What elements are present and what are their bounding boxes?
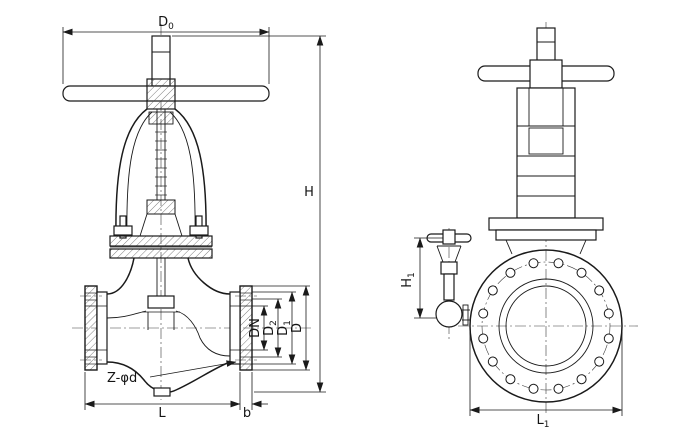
- handwheel-hub-side: [529, 59, 563, 89]
- dim-l: L: [84, 372, 253, 421]
- yoke-column-side: [516, 87, 576, 219]
- flange-circle: [469, 249, 623, 403]
- yoke-arm-left-outer: [115, 108, 148, 237]
- neck-side-right: [579, 239, 587, 255]
- z-phi-d-text: Z-φd: [107, 371, 137, 386]
- partition-left: [106, 310, 147, 319]
- bypass-body: [435, 300, 463, 328]
- body-neck-left: [106, 257, 135, 295]
- bypass-hub: [442, 229, 456, 245]
- label-d2: D2: [262, 320, 279, 336]
- yoke-arm-right-outer: [174, 108, 207, 237]
- label-b: b: [243, 406, 251, 421]
- label-h1: H1: [400, 272, 417, 288]
- body-flange-side: [495, 229, 597, 241]
- flange-outer-circle: [469, 249, 623, 403]
- front-view: D0 H DN D2 D1: [62, 15, 326, 421]
- left-flange-bolt-hole-bottom: [84, 356, 98, 365]
- dim-d: D: [252, 285, 310, 371]
- bypass-valve: [426, 229, 472, 328]
- dim-h: H: [172, 35, 326, 393]
- bonnet-nut-right: [189, 225, 209, 236]
- right-flange-hub: [229, 291, 241, 365]
- dim-d0: D0: [62, 15, 270, 84]
- bore-circle: [505, 285, 587, 367]
- label-l: L: [158, 406, 166, 421]
- dim-b: b: [243, 400, 268, 421]
- valve-disc: [147, 295, 175, 309]
- dim-d2: D2: [252, 298, 282, 358]
- valve-body: [106, 257, 231, 397]
- neck-side-left: [505, 239, 513, 255]
- partition-right: [175, 310, 231, 357]
- bonnet-nut-left: [113, 225, 133, 236]
- dim-dn: DN: [248, 305, 268, 351]
- label-d1: D1: [276, 320, 293, 336]
- body-neck-right: [187, 257, 231, 295]
- label-h: H: [304, 185, 314, 200]
- left-flange-face: [84, 285, 98, 371]
- label-dn: DN: [248, 318, 263, 338]
- right-flange-bolt-hole-bottom: [239, 356, 253, 365]
- dim-h1: H1: [400, 237, 443, 319]
- label-l1: L1: [537, 413, 550, 430]
- yoke-arm-left-inner: [126, 111, 153, 237]
- bypass-pipe-flange: [462, 304, 469, 326]
- left-flange-bolt-hole-top: [84, 292, 98, 301]
- left-flange: [80, 285, 108, 371]
- dim-d1: D1: [252, 291, 296, 365]
- body-drain-boss: [153, 387, 171, 397]
- bonnet-flange-side: [488, 217, 604, 231]
- right-flange-bolt-hole-top: [239, 292, 253, 301]
- dim-l1: L1: [469, 332, 623, 430]
- bonnet-flange: [109, 235, 213, 247]
- side-view: H1 L1: [400, 22, 638, 430]
- handwheel-hub: [146, 78, 176, 110]
- bolt-circle: [481, 261, 611, 391]
- bypass-stem: [443, 273, 455, 301]
- yoke-column-outline: [516, 87, 576, 219]
- label-z-phi-d: Z-φd: [107, 360, 237, 386]
- stem-thread-ticks: [155, 131, 167, 196]
- gland-bushing: [148, 111, 174, 125]
- yoke-arm-right-inner: [169, 111, 196, 237]
- z-phi-d-leader: [149, 360, 237, 378]
- yoke-window: [528, 127, 564, 155]
- left-flange-hub: [96, 291, 108, 365]
- bonnet-neck-right: [174, 213, 183, 237]
- body-flange-joint: [109, 248, 213, 259]
- packing-box: [146, 199, 176, 215]
- raised-face-outer: [498, 278, 594, 374]
- bonnet-neck-left: [139, 213, 148, 237]
- bypass-bonnet: [440, 261, 458, 275]
- label-d0: D0: [158, 15, 174, 32]
- label-d: D: [290, 323, 305, 333]
